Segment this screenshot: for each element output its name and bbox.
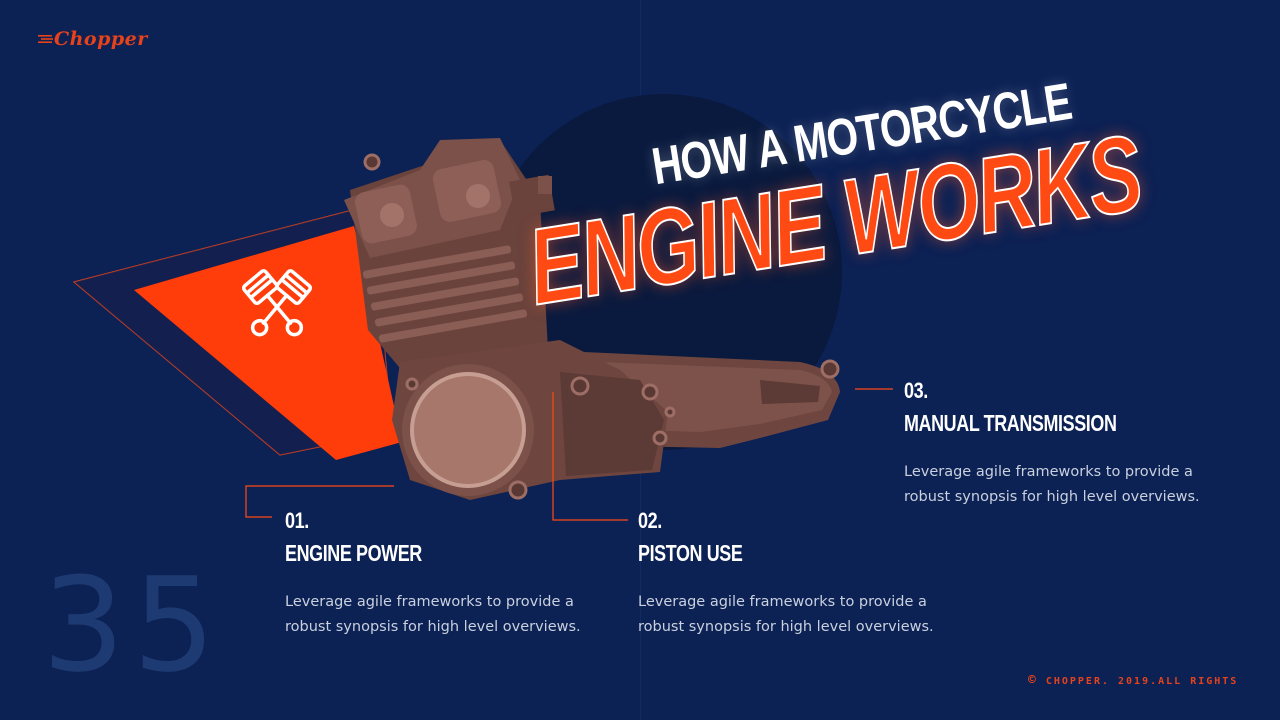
item-1-title: ENGINE POWER	[285, 540, 422, 566]
item-1-description: Leverage agile frameworks to provide a r…	[285, 594, 581, 635]
page-number: 35	[42, 549, 224, 701]
logo-text: Chopper	[54, 28, 148, 50]
item-2-title: PISTON USE	[638, 540, 743, 566]
item-1-number: 01.	[285, 508, 309, 533]
copyright-symbol: ©	[1028, 673, 1038, 688]
item-3-number: 03.	[904, 378, 928, 403]
footer-copyright: © CHOPPER. 2019.ALL RIGHTS	[1028, 673, 1238, 688]
speed-lines-icon	[38, 35, 53, 43]
footer-text: CHOPPER. 2019.ALL RIGHTS	[1045, 676, 1239, 687]
brand-logo: Chopper	[38, 28, 148, 50]
item-3-title: MANUAL TRANSMISSION	[904, 410, 1117, 436]
item-2-description: Leverage agile frameworks to provide a r…	[638, 594, 934, 635]
item-2-number: 02.	[638, 508, 662, 533]
crossed-pistons-icon	[241, 269, 313, 337]
item-3-description: Leverage agile frameworks to provide a r…	[904, 464, 1200, 505]
